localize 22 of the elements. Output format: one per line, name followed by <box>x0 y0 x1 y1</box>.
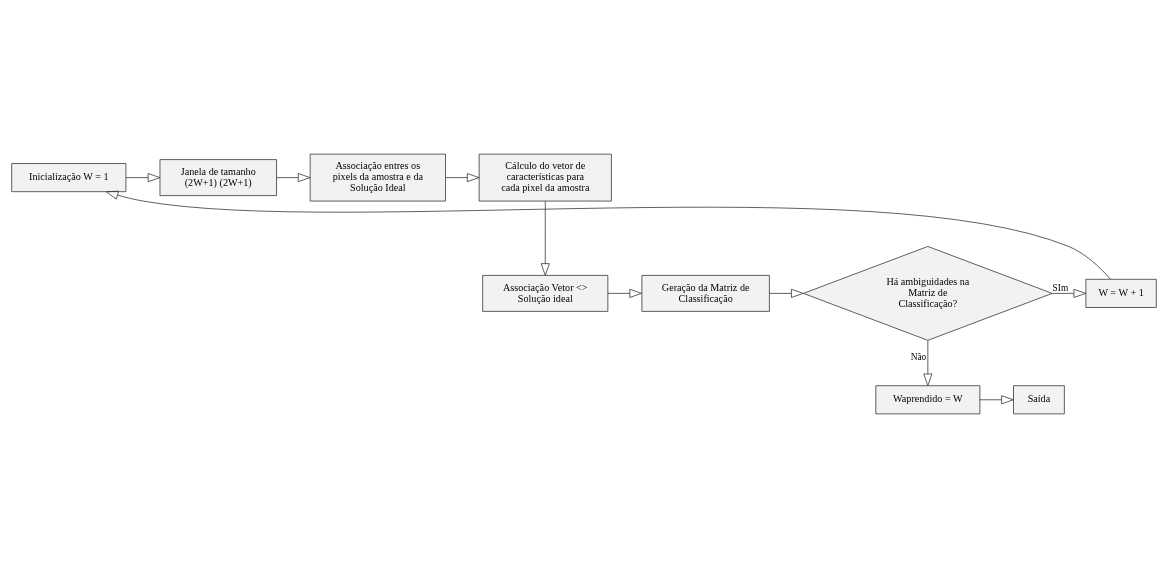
arrow <box>125 172 161 182</box>
arrow <box>923 339 933 386</box>
arrow <box>276 172 311 182</box>
arrow <box>540 200 550 276</box>
arrow <box>105 190 1111 280</box>
node-box: Associação entres os pixels da amostra e da Solução Ideal <box>309 153 446 201</box>
arrow <box>979 394 1014 404</box>
node-box: Waprendido = W <box>875 384 981 414</box>
arrow <box>769 288 804 298</box>
node-box: W = W + 1 <box>1085 278 1157 308</box>
node-box: Janela de tamanho (2W+1) (2W+1) <box>159 158 277 196</box>
arrow <box>1052 288 1087 298</box>
node-box: Associação Vetor <> Solução ideal <box>482 274 609 312</box>
node-box: Inicialização W = 1 <box>11 162 127 192</box>
edge-label: Não <box>910 351 927 362</box>
node-box: Geração da Matriz de Classificação <box>641 274 770 312</box>
arrow <box>607 288 642 298</box>
arrow <box>445 172 480 182</box>
node-diamond: Há ambiguidades na Matriz de Classificação? <box>803 245 1053 341</box>
node-box: Saída <box>1013 384 1065 414</box>
edge-label: SIm <box>1052 282 1069 293</box>
node-box: Cálculo do vetor de características para cada pixel da amostra <box>478 153 612 201</box>
